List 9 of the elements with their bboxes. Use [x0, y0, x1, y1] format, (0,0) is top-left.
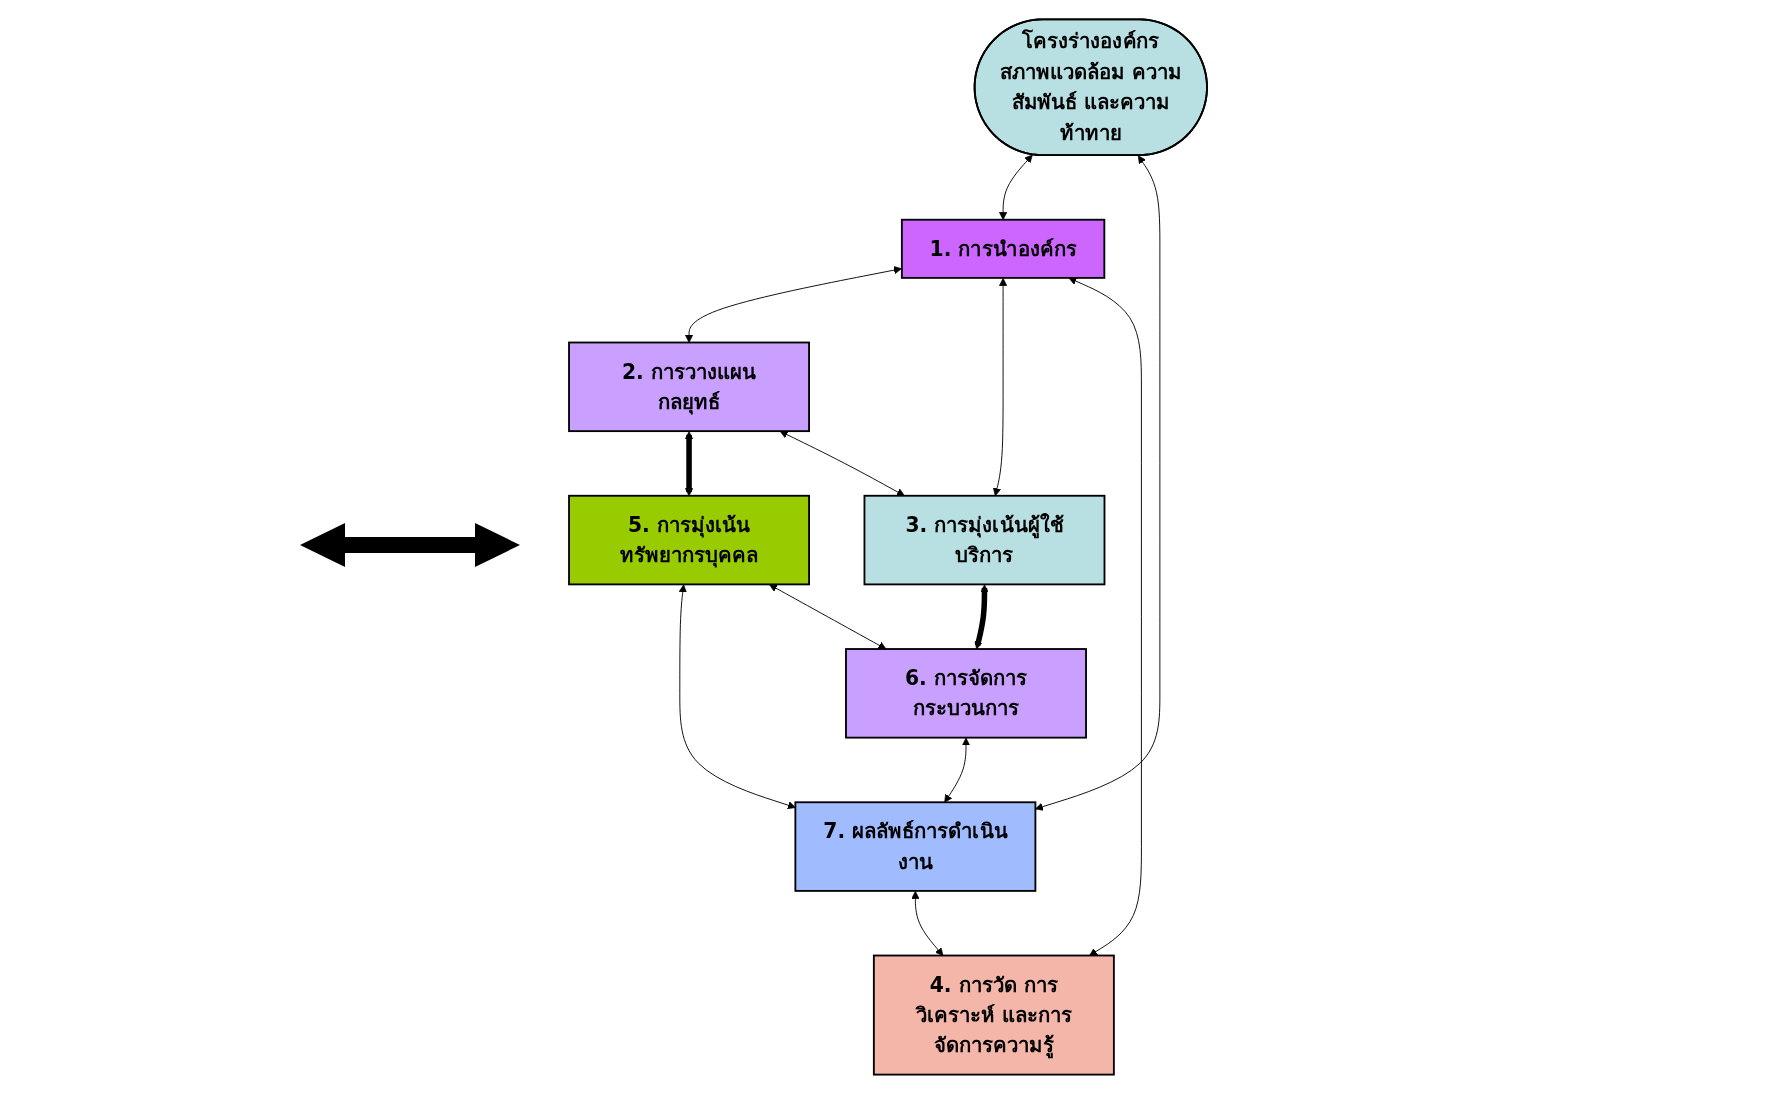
node-box: 5. การมุ่งเน้นทรัพยากรบุคคล	[568, 494, 810, 586]
node-box: 1. การนำองค์กร	[900, 218, 1106, 279]
node-box: 3. การมุ่งเน้นผู้ใช้บริการ	[863, 494, 1106, 586]
arrow	[974, 584, 989, 650]
node-box: 7. ผลลัพธ์การดำเนินงาน	[794, 801, 1037, 892]
node-box: 4. การวัด การวิเคราะห์ และการจัดการความรู้	[872, 954, 1115, 1076]
arrow	[685, 431, 694, 497]
node-box: 2. การวางแผนกลยุทธ์	[568, 341, 810, 433]
node-box: 6. การจัดการกระบวนการ	[845, 648, 1087, 739]
